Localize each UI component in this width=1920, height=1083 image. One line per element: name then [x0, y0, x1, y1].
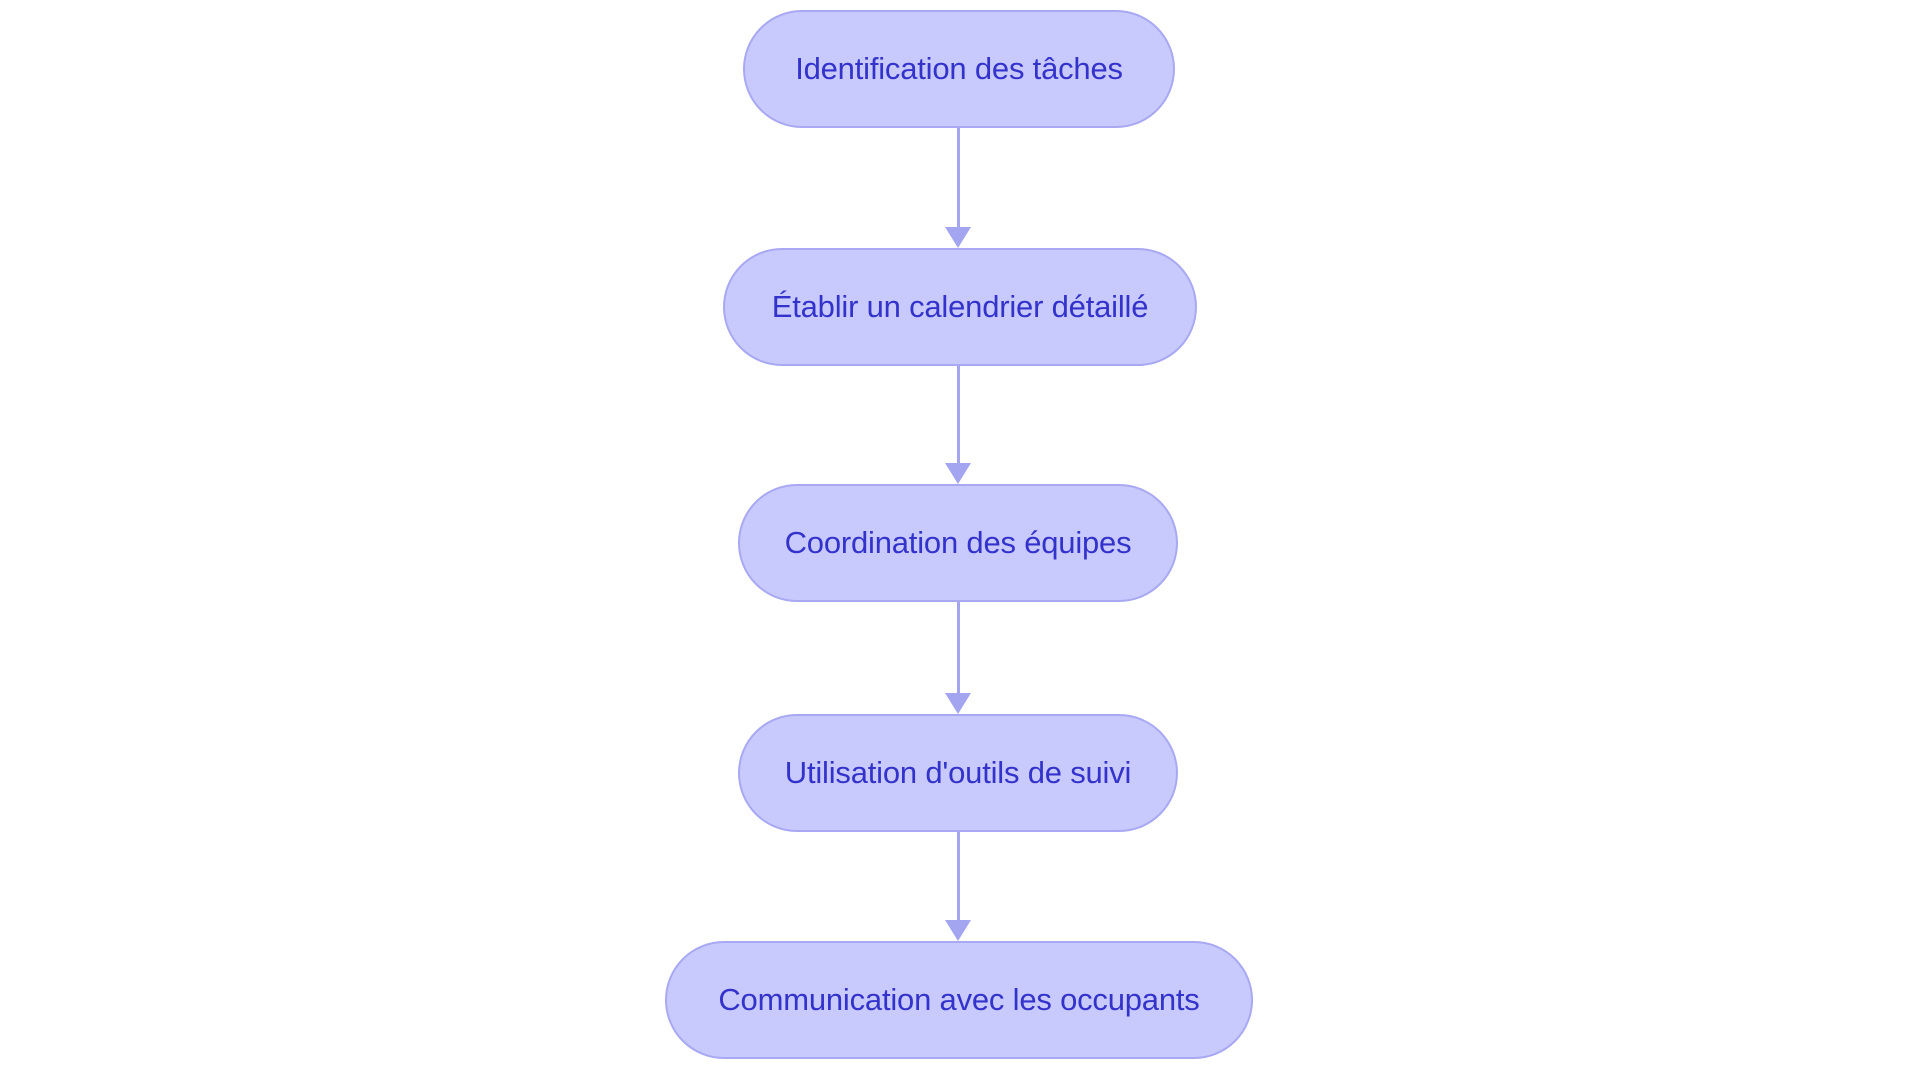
edge-node3-to-node4 [945, 602, 971, 714]
arrowhead-icon [945, 693, 971, 714]
edge-node1-to-node2 [945, 128, 971, 248]
flow-node-label: Communication avec les occupants [718, 981, 1200, 1017]
flow-node-utilisation-doutils-de-suivi[interactable]: Utilisation d'outils de suivi [738, 714, 1178, 832]
flow-node-label: Identification des tâches [795, 50, 1123, 86]
edge-line [956, 832, 960, 920]
flow-node-label: Utilisation d'outils de suivi [784, 754, 1132, 790]
flow-node-label: Établir un calendrier détaillé [771, 288, 1149, 324]
edge-node4-to-node5 [945, 832, 971, 941]
edge-line [956, 602, 960, 693]
flow-node-label: Coordination des équipes [784, 524, 1132, 560]
edge-line [956, 128, 960, 227]
edge-line [956, 366, 960, 463]
arrowhead-icon [945, 463, 971, 484]
flow-node-etablir-un-calendrier-detaille[interactable]: Établir un calendrier détaillé [723, 248, 1197, 366]
flow-node-identification-des-taches[interactable]: Identification des tâches [743, 10, 1175, 128]
edge-node2-to-node3 [945, 366, 971, 484]
flow-node-communication-avec-les-occupants[interactable]: Communication avec les occupants [665, 941, 1253, 1059]
arrowhead-icon [945, 920, 971, 941]
arrowhead-icon [945, 227, 971, 248]
flow-node-coordination-des-equipes[interactable]: Coordination des équipes [738, 484, 1178, 602]
